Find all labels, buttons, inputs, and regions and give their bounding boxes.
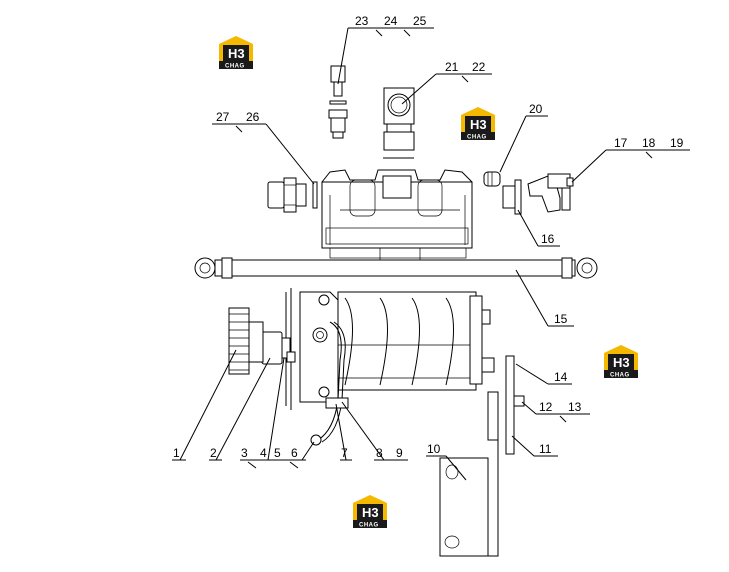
front-cover	[299, 291, 339, 403]
callout-3: 3	[241, 446, 248, 460]
pump-body-lower	[337, 291, 495, 391]
callout-14: 14	[554, 370, 568, 384]
pressure-gauge	[383, 87, 415, 159]
drive-gear	[228, 307, 264, 375]
svg-text:H3: H3	[470, 117, 487, 132]
pump-housing-top	[321, 169, 473, 261]
svg-text:CHAG: CHAG	[467, 135, 487, 141]
tie-rod	[194, 257, 598, 279]
callout-10: 10	[427, 442, 441, 456]
leader-lines	[172, 27, 690, 481]
callout-24: 24	[384, 14, 398, 28]
callout-11: 11	[539, 442, 552, 456]
callout-20: 20	[529, 102, 543, 116]
callout-22: 22	[472, 60, 486, 74]
svg-text:H3: H3	[362, 505, 379, 520]
callout-1: 1	[173, 446, 180, 460]
callout-13: 13	[568, 400, 582, 414]
svg-text:H3: H3	[228, 46, 245, 61]
callout-labels: 1 2 3 4 5 6 7 8 9 10 11 12 13 14 15 16 1…	[173, 14, 684, 460]
callout-5: 5	[274, 446, 281, 460]
callout-12: 12	[539, 400, 553, 414]
watermark-logo: H3 CHAG	[604, 345, 638, 379]
callout-17: 17	[614, 136, 628, 150]
callout-23: 23	[355, 14, 369, 28]
fitting-20	[483, 171, 522, 215]
callout-15: 15	[554, 312, 568, 326]
callout-19: 19	[670, 136, 684, 150]
drive-hub	[261, 331, 296, 365]
mounting-bracket	[439, 391, 499, 557]
callout-9: 9	[396, 446, 403, 460]
svg-text:CHAG: CHAG	[610, 373, 630, 379]
callout-6: 6	[291, 446, 298, 460]
callout-21: 21	[445, 60, 459, 74]
svg-text:CHAG: CHAG	[359, 523, 379, 529]
callout-16: 16	[541, 232, 555, 246]
callout-2: 2	[210, 446, 217, 460]
svg-text:H3: H3	[613, 355, 630, 370]
svg-text:CHAG: CHAG	[225, 64, 245, 70]
elbow-fitting	[527, 173, 574, 213]
callout-27: 27	[216, 110, 230, 124]
callout-4: 4	[260, 446, 267, 460]
callout-25: 25	[413, 14, 427, 28]
bolt-23-25	[328, 65, 348, 139]
callout-7: 7	[341, 446, 348, 460]
watermark-logo: H3 CHAG	[219, 36, 253, 70]
watermark-logo: H3 CHAG	[353, 495, 387, 529]
watermark-logo: H3 CHAG	[461, 107, 495, 141]
callout-8: 8	[376, 446, 383, 460]
callout-18: 18	[642, 136, 656, 150]
callout-26: 26	[246, 110, 260, 124]
plate-11	[505, 355, 525, 455]
side-fitting-left	[267, 177, 318, 213]
